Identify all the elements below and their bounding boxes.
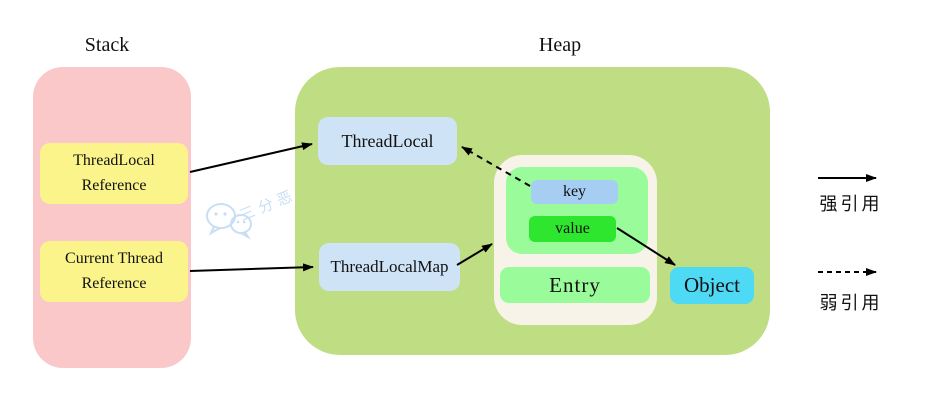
watermark-text: 三分恶 (237, 187, 300, 225)
wechat-icon (206, 203, 252, 240)
stack-region (33, 67, 191, 368)
node-entry: Entry (500, 267, 650, 303)
node-threadlocal: ThreadLocal (318, 117, 457, 165)
node-current-thread-reference: Current Thread Reference (40, 241, 188, 302)
legend-strong-label: 强引用 (819, 194, 883, 214)
node-threadlocal-reference: ThreadLocal Reference (40, 143, 188, 204)
node-key: key (531, 180, 618, 204)
stack-title: Stack (84, 34, 130, 56)
heap-title: Heap (538, 34, 582, 56)
arrow-threadlocalref-to-threadlocal (189, 142, 313, 173)
legend-weak-label: 弱引用 (819, 293, 883, 313)
node-object: Object (670, 267, 754, 304)
node-value: value (529, 216, 616, 242)
node-threadlocalmap: ThreadLocalMap (319, 243, 460, 291)
